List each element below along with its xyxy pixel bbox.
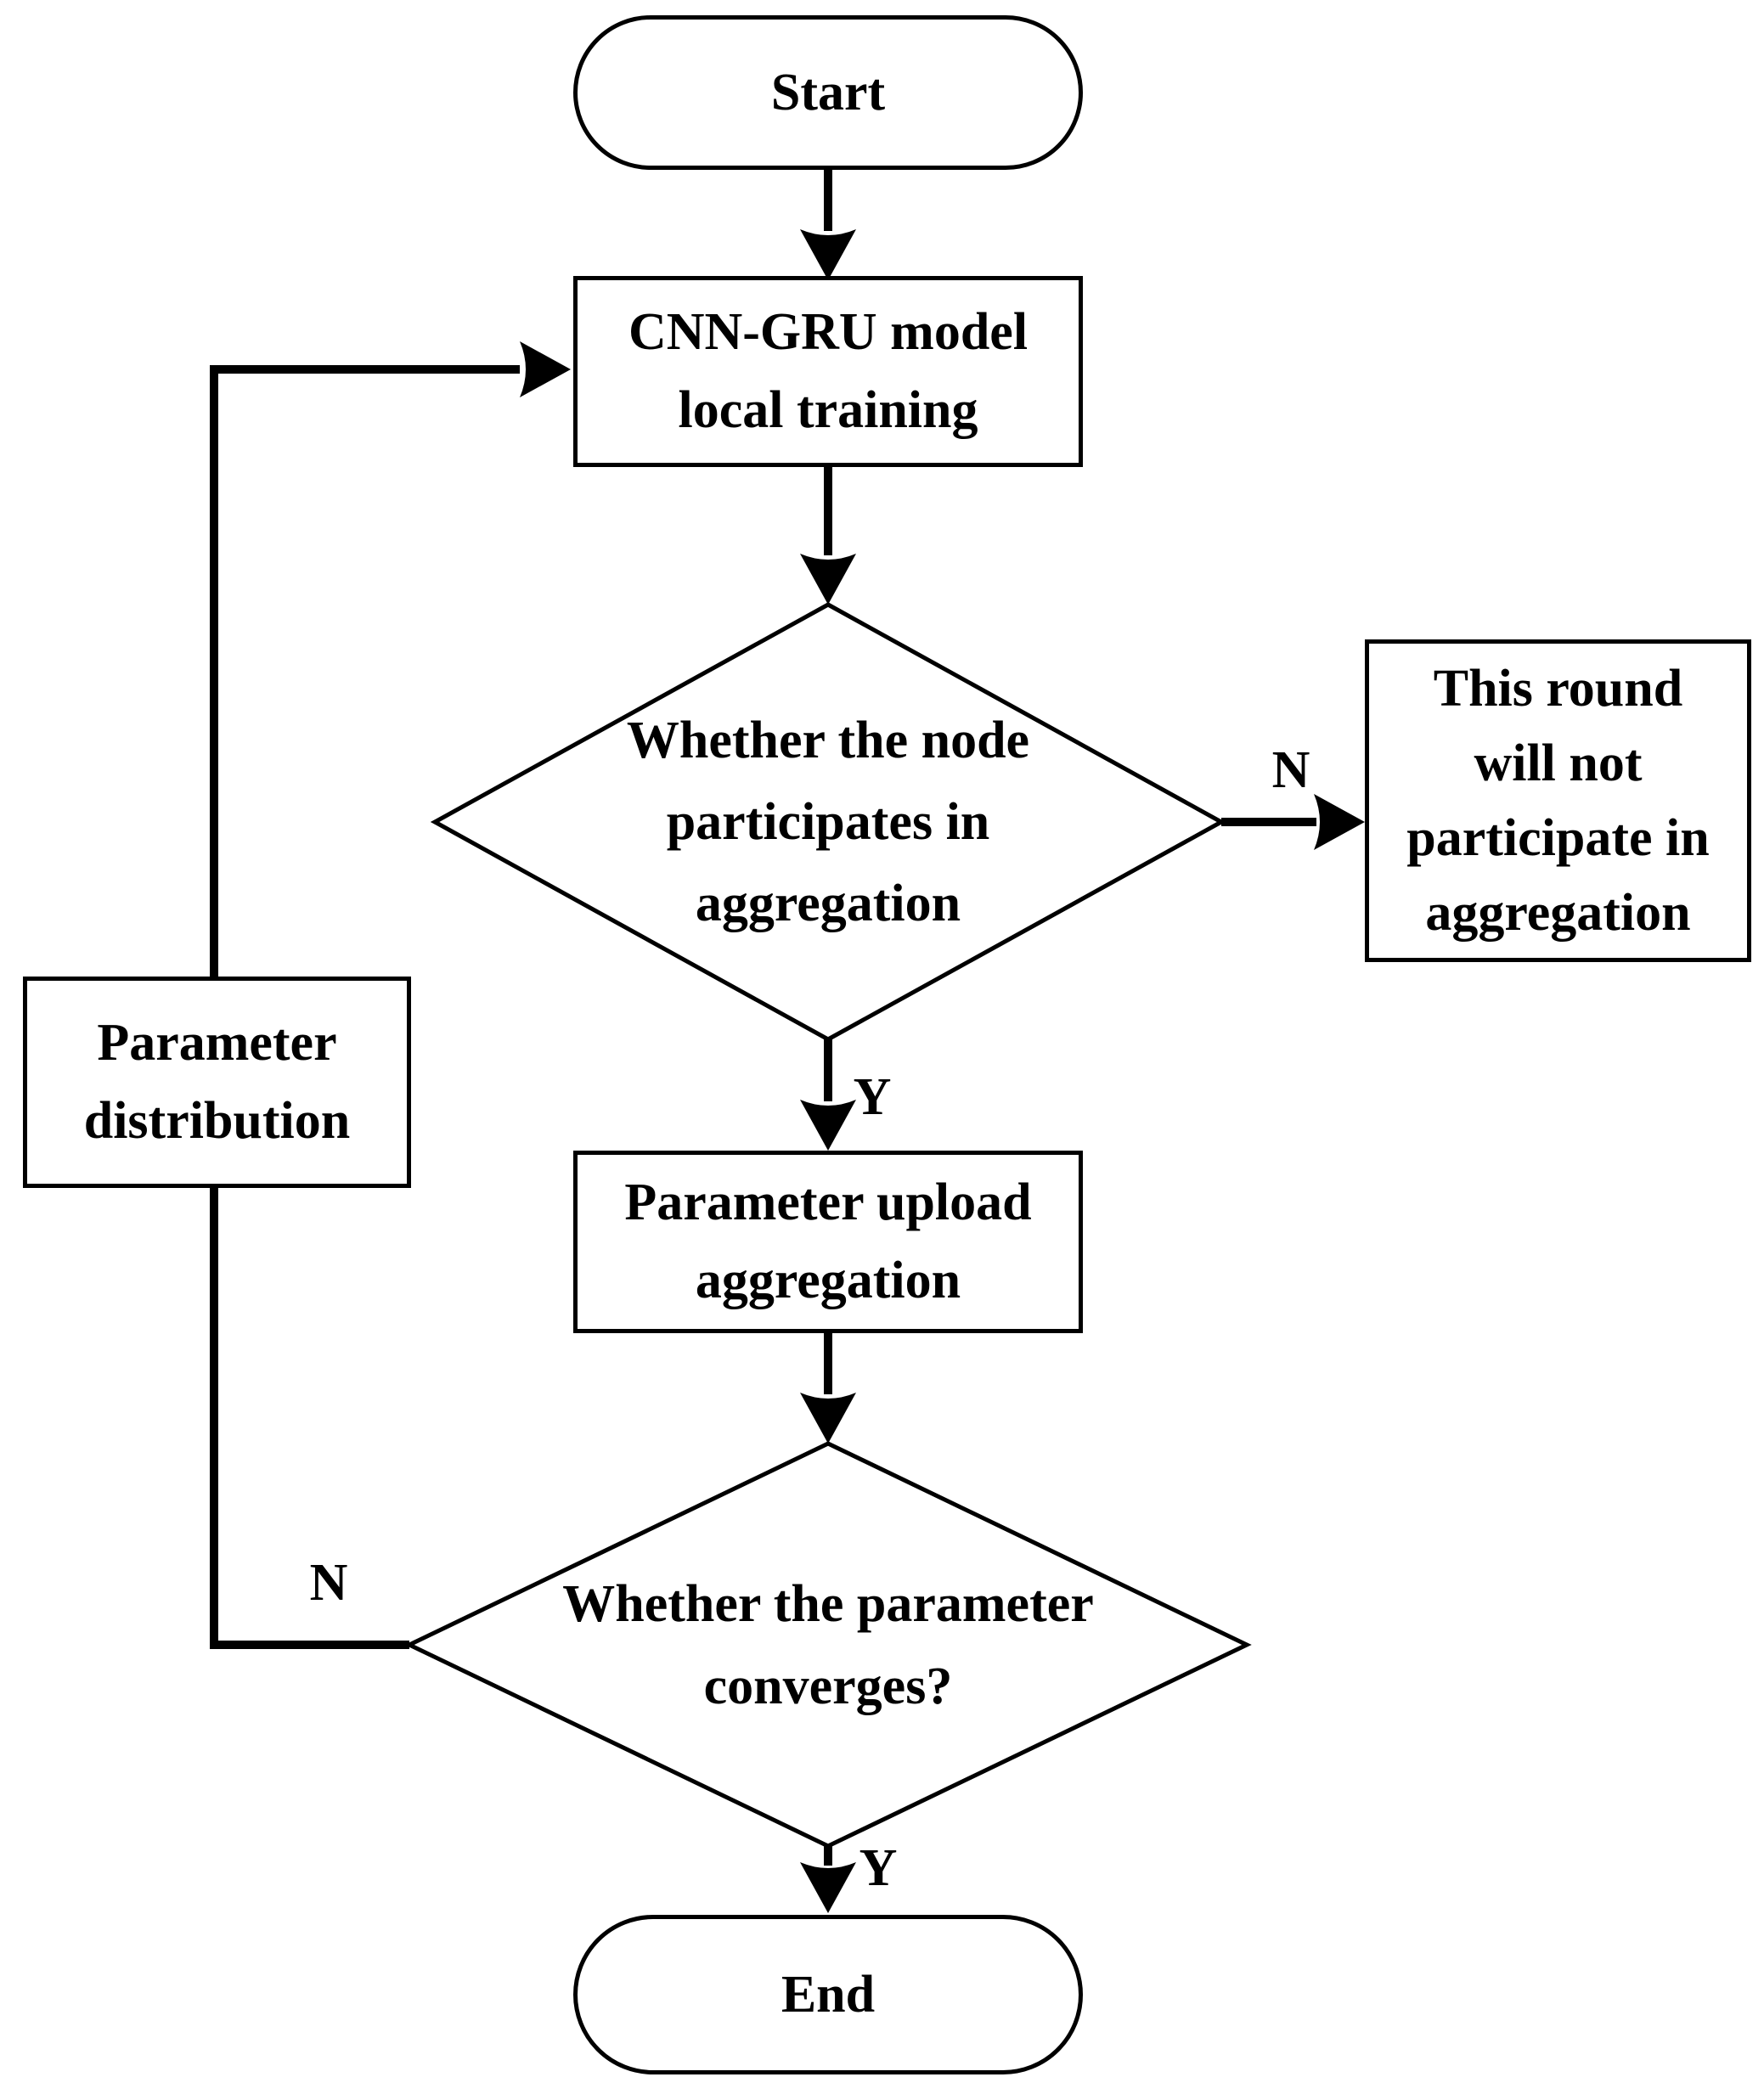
node-start-label: Start xyxy=(770,63,886,121)
node-skip-round: This round will not participate in aggre… xyxy=(1365,639,1751,962)
node-start: Start xyxy=(573,15,1083,170)
node-local-training-label: CNN-GRU model local training xyxy=(628,302,1029,439)
edge-start-to-training-arrowhead xyxy=(800,229,856,280)
node-local-training: CNN-GRU model local training xyxy=(573,276,1083,467)
edge-participation-yes-arrowhead xyxy=(800,1100,856,1151)
node-end-label: End xyxy=(781,1965,876,2024)
edge-training-to-decision-arrowhead xyxy=(800,554,856,605)
node-skip-round-label: This round will not participate in aggre… xyxy=(1406,659,1710,943)
node-parameter-distribution: Parameter distribution xyxy=(23,977,411,1188)
node-parameter-upload-label: Parameter upload aggregation xyxy=(624,1173,1032,1309)
node-parameter-upload: Parameter upload aggregation xyxy=(573,1151,1083,1333)
edge-upload-to-convergence-arrowhead xyxy=(800,1393,856,1444)
edge-label-convergence-no: N xyxy=(309,1554,348,1612)
edge-label-convergence-yes: Y xyxy=(859,1839,898,1897)
edge-label-participation-yes: Y xyxy=(853,1068,892,1126)
edge-convergence-yes-arrowhead xyxy=(800,1862,856,1913)
edge-participation-no-arrowhead xyxy=(1314,794,1365,850)
node-parameter-distribution-label: Parameter distribution xyxy=(83,1013,351,1150)
node-end: End xyxy=(573,1915,1083,2074)
edge-label-participation-no: N xyxy=(1271,741,1310,799)
edge-convergence-no-arrowhead xyxy=(520,341,571,397)
decision-participation-diamond xyxy=(430,602,1226,1042)
decision-convergence-diamond xyxy=(404,1441,1252,1849)
